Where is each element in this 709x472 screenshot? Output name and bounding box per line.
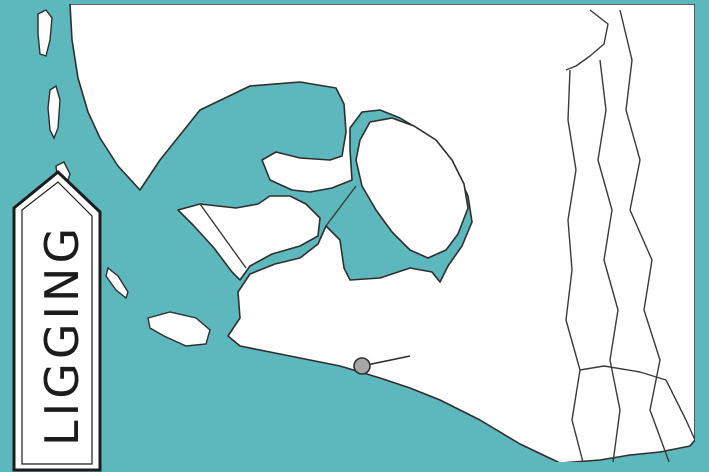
- arrow-sign-icon: LIGGING: [12, 170, 102, 472]
- river-branch-low: [579, 365, 696, 441]
- island-north: [37, 9, 53, 57]
- sign-inner-border: [21, 181, 93, 465]
- pin-marker-icon[interactable]: [353, 355, 411, 375]
- inlet-channel-a: [199, 203, 247, 269]
- river-mid: [597, 59, 621, 471]
- inlet-island: [355, 117, 469, 259]
- river-branch-top: [565, 9, 609, 71]
- island-south: [147, 311, 211, 347]
- inlet-channel-b: [325, 185, 357, 227]
- mainland: [69, 3, 696, 464]
- frame-top: [0, 0, 709, 4]
- sign-label: LIGGING: [35, 224, 89, 446]
- sign-board: [12, 170, 102, 472]
- frame-right: [695, 0, 709, 472]
- island-mid: [47, 84, 61, 140]
- marker-dot: [353, 357, 371, 375]
- west-lobe: [177, 195, 321, 281]
- river-right: [619, 9, 673, 471]
- frame-bottom: [0, 462, 709, 472]
- island-bar: [105, 266, 129, 300]
- river-left: [565, 69, 586, 471]
